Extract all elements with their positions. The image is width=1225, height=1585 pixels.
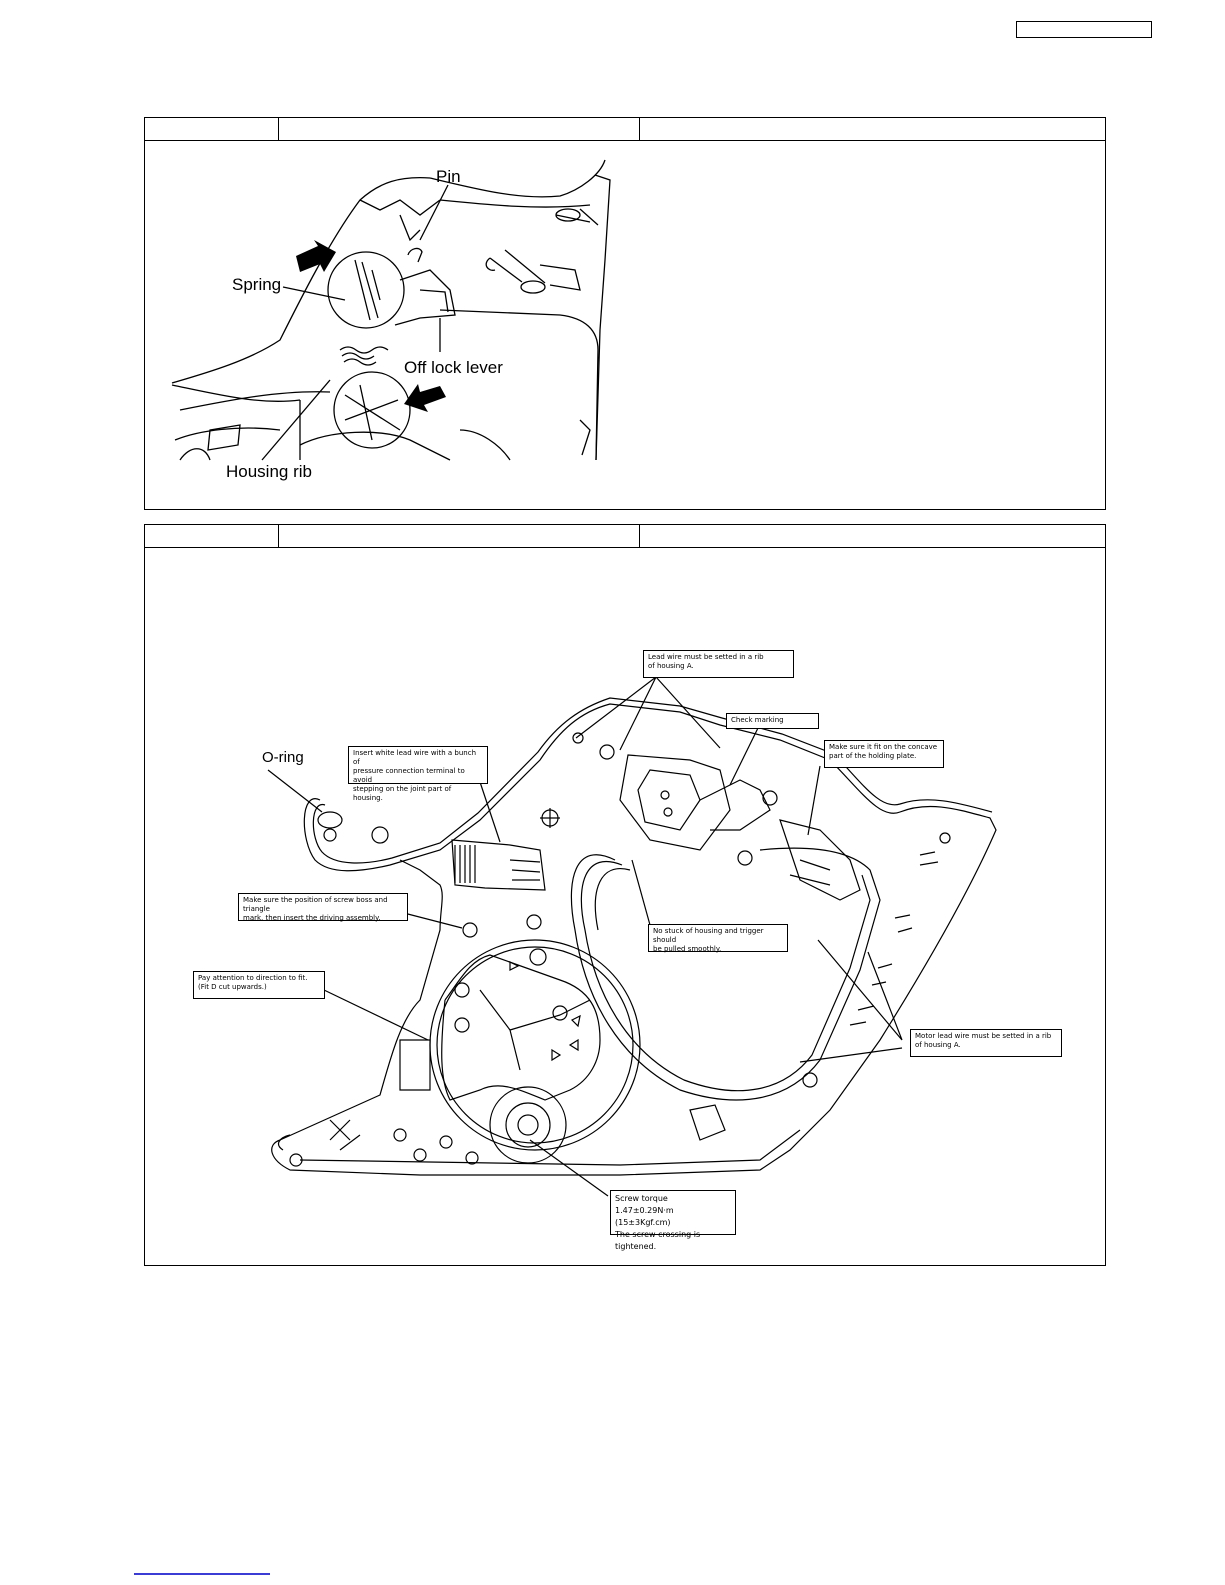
panel-2-header-cell-2 [278,525,640,547]
note-no-stuck: No stuck of housing and trigger should b… [648,924,788,953]
figure-panel-2 [144,524,1106,1266]
spring-label: Spring [232,275,282,294]
panel-1-header-cell-2 [278,118,640,140]
note-holding-plate: Make sure it fit on the concave part of … [824,740,944,768]
housing-rib-label: Housing rib [226,462,312,481]
panel-1-header-cell-1 [145,118,279,140]
note-white-lead-wire: Insert white lead wire with a bunch of p… [348,746,488,802]
note-motor-lead-wire: Motor lead wire must be setted in a rib … [910,1029,1062,1057]
off-lock-lever-label: Off lock lever [404,358,503,377]
note-screw-torque: Screw torque 1.47±0.29N·m (15±3Kgf.cm) T… [610,1190,736,1251]
note-check-marking: Check marking [726,713,819,729]
figure-panel-1 [144,117,1106,510]
page-header-box [1016,21,1152,38]
panel-2-header [145,525,1105,548]
note-lead-wire-rib: Lead wire must be setted in a rib of hou… [643,650,794,678]
note-direction-fit: Pay attention to direction to fit. (Fit … [193,971,325,999]
panel-1-header [145,118,1105,141]
panel-2-header-cell-1 [145,525,279,547]
note-screw-boss: Make sure the position of screw boss and… [238,893,408,922]
pin-label: Pin [436,167,461,186]
footer-link-underline[interactable] [134,1573,270,1575]
o-ring-label: O-ring [262,749,304,766]
